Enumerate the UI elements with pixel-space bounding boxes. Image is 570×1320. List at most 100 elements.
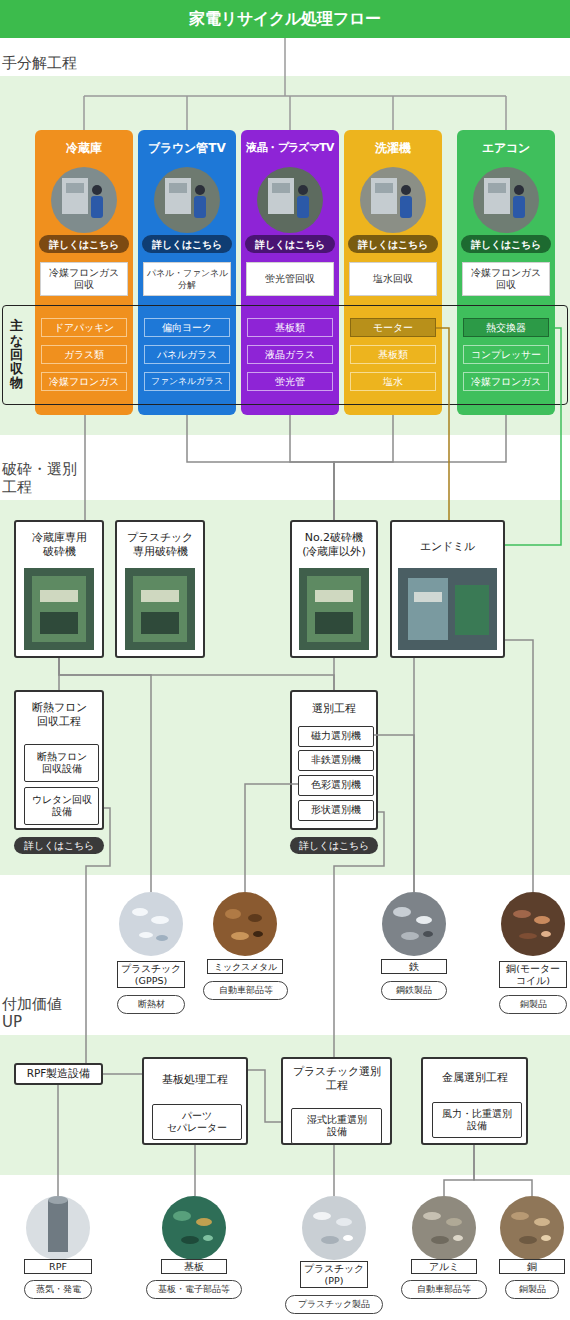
machine-name: RPF製造設備 bbox=[27, 1068, 91, 1080]
product-label: 銅 bbox=[499, 1196, 565, 1274]
process-label: 塩水回収 bbox=[373, 273, 413, 285]
use-label: 銅製品 bbox=[520, 1000, 547, 1010]
use-label: 基板・電子部品等 bbox=[158, 1285, 230, 1295]
section-heading: 手分解工程 bbox=[2, 54, 77, 72]
equipment-name: 磁力選別機 bbox=[311, 730, 361, 743]
section-heading: 破砕・選別 工程 bbox=[2, 460, 79, 496]
item-label: ファンネルガラス bbox=[151, 376, 223, 386]
product-photo bbox=[225, 909, 241, 919]
product-label: ミックスメタル bbox=[207, 892, 283, 974]
hub-line bbox=[84, 95, 506, 97]
detail-button: 詳しくはこちら bbox=[290, 837, 378, 854]
product-name: 銅(モーター コイル) bbox=[499, 961, 567, 988]
recovered-item: 液晶ガラス bbox=[247, 345, 333, 364]
item-label: モーター bbox=[373, 322, 413, 333]
product-photo bbox=[151, 916, 169, 924]
process-label: 蛍光管回収 bbox=[265, 273, 315, 285]
product-photo bbox=[393, 907, 411, 917]
section-band: 破砕・選別 工程冷蔵庫専用 破砕機プラスチック 専用破砕機No.2破砕機 (冷蔵… bbox=[0, 500, 570, 875]
product-photo bbox=[519, 933, 537, 939]
product-photo bbox=[313, 1212, 331, 1220]
product-photo bbox=[181, 1236, 199, 1244]
item-label: 基板類 bbox=[378, 349, 408, 360]
hub-line bbox=[392, 96, 394, 130]
equipment-box: ウレタン回収 設備 bbox=[24, 787, 99, 825]
machine-box: 選別工程磁力選別機非鉄選別機色彩選別機形状選別機 bbox=[290, 690, 378, 830]
recovered-item: ファンネルガラス bbox=[144, 372, 230, 391]
product-photo bbox=[541, 931, 551, 937]
product-photo bbox=[156, 935, 168, 941]
product-name: プラスチック (PP) bbox=[300, 1261, 368, 1288]
machine-box: プラスチック 専用破砕機 bbox=[115, 520, 205, 658]
equipment-box: 非鉄選別機 bbox=[298, 750, 374, 771]
recovered-item: 冷媒フロンガス bbox=[41, 372, 127, 391]
recovered-item: ドアパッキン bbox=[41, 318, 127, 337]
use-label: 自動車部品等 bbox=[417, 1285, 471, 1295]
item-label: パネルガラス bbox=[157, 349, 217, 360]
product-photo bbox=[534, 916, 550, 924]
appliance-name: ブラウン管TV bbox=[148, 141, 225, 156]
machine-photo bbox=[299, 568, 369, 650]
connector-line bbox=[334, 415, 506, 520]
product-photo bbox=[423, 1212, 441, 1220]
product-name: 基板 bbox=[161, 1259, 227, 1274]
connector-line bbox=[86, 808, 110, 1063]
detail-button: 詳しくはこちら bbox=[142, 235, 232, 253]
item-label: 冷媒フロンガス bbox=[471, 376, 541, 387]
work-photo bbox=[484, 178, 525, 218]
use-pill: 断熱材 bbox=[117, 995, 185, 1014]
title-bar: 家電リサイクル処理フロー bbox=[0, 0, 570, 38]
process-label: 冷媒フロンガス 回収 bbox=[48, 267, 120, 291]
item-label: ドアパッキン bbox=[54, 322, 114, 333]
machine-name: エンドミル bbox=[420, 540, 475, 554]
appliance-name: エアコン bbox=[482, 141, 530, 156]
machine-box: RPF製造設備 bbox=[14, 1063, 103, 1085]
machine-name: 金属選別工程 bbox=[442, 1071, 508, 1085]
connector-line bbox=[444, 1145, 474, 1196]
product-photo bbox=[173, 1211, 191, 1221]
product-photo bbox=[416, 916, 432, 924]
product-photo bbox=[412, 1196, 476, 1260]
product-photo bbox=[541, 1235, 551, 1241]
work-photo bbox=[51, 167, 117, 233]
detail-button: 詳しくはこちら bbox=[14, 837, 104, 854]
product-photo bbox=[501, 892, 565, 956]
appliance-column: 洗濯機詳しくはこちら塩水回収モーター基板類塩水 bbox=[344, 130, 442, 415]
appliance-column: ブラウン管TV詳しくはこちらパネル・ファンネル 分解偏向ヨークパネルガラスファン… bbox=[138, 130, 236, 415]
machine-name: プラスチック選別 工程 bbox=[292, 1065, 382, 1093]
product-photo bbox=[500, 1196, 564, 1260]
connector-line bbox=[187, 415, 334, 520]
machine-name: プラスチック 専用破砕機 bbox=[126, 531, 194, 559]
use-pill: 鋼鉄製品 bbox=[381, 981, 447, 1000]
item-label: 蛍光管 bbox=[275, 376, 305, 387]
recovered-item: 冷媒フロンガス bbox=[463, 372, 549, 391]
connector-line bbox=[59, 658, 334, 690]
work-photo bbox=[257, 167, 323, 233]
product-photo bbox=[119, 892, 183, 956]
product-photo bbox=[534, 1218, 550, 1226]
detail-link: 詳しくはこちら bbox=[49, 239, 119, 250]
process-label: 冷媒フロンガス 回収 bbox=[470, 267, 542, 291]
equipment-name: 風力・比重選別 設備 bbox=[441, 1108, 513, 1133]
product-name: 銅 bbox=[499, 1259, 565, 1274]
connector-line bbox=[59, 658, 151, 892]
work-photo bbox=[371, 178, 412, 218]
product-photo bbox=[162, 1196, 226, 1260]
hub-line bbox=[284, 38, 286, 96]
detail-button: 詳しくはこちら bbox=[461, 235, 551, 253]
detail-button: 詳しくはこちら bbox=[245, 235, 335, 253]
process-box: パネル・ファンネル 分解 bbox=[143, 262, 231, 296]
group-label: 主な回収物 bbox=[10, 319, 23, 390]
machine-name: No.2破砕機 (冷蔵庫以外) bbox=[301, 531, 367, 559]
equipment-name: 非鉄選別機 bbox=[311, 754, 361, 767]
machine-box: No.2破砕機 (冷蔵庫以外) bbox=[290, 520, 378, 658]
detail-link: 詳しくはこちら bbox=[471, 239, 541, 250]
use-label: 断熱材 bbox=[138, 1000, 165, 1010]
work-photo bbox=[51, 167, 539, 233]
product-name: アルミ bbox=[411, 1259, 477, 1274]
product-label: 鉄 bbox=[381, 892, 447, 974]
machine-photo bbox=[24, 568, 94, 650]
recovered-item: 基板類 bbox=[350, 345, 436, 364]
recovered-item: パネルガラス bbox=[144, 345, 230, 364]
recovered-item: ガラス類 bbox=[41, 345, 127, 364]
